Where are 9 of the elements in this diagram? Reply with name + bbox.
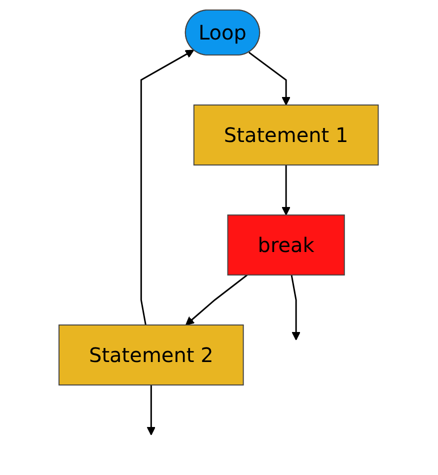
arrow bbox=[291, 274, 301, 340]
arrow bbox=[248, 52, 291, 106]
arrow bbox=[186, 274, 248, 326]
arrow bbox=[147, 384, 156, 436]
node-box: Statement 1 bbox=[194, 104, 380, 166]
arrow bbox=[282, 165, 291, 216]
node-box: break bbox=[228, 214, 346, 276]
arrow bbox=[140, 50, 195, 326]
node-box: Statement 2 bbox=[58, 324, 244, 386]
